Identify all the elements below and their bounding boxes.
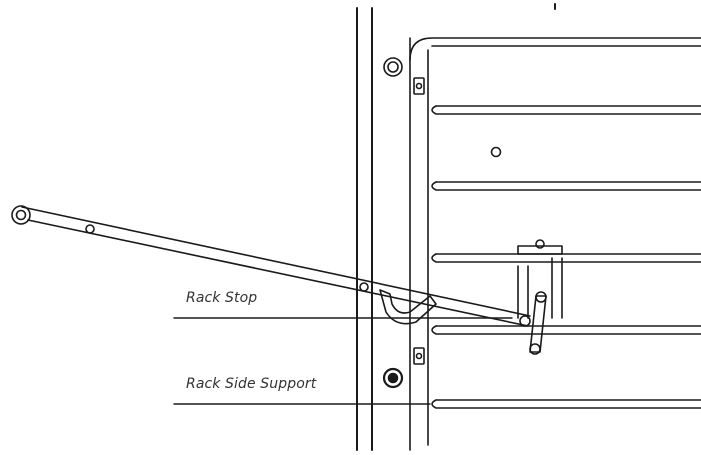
rack-bracket-mechanism [517, 239, 563, 355]
rack-stop-hook [379, 289, 437, 325]
bracket-top-screw [415, 82, 423, 90]
panel-hole [490, 146, 502, 158]
rack-wire-6 [431, 399, 701, 409]
lever-handle-top [535, 291, 547, 303]
rack-arm [11, 205, 531, 327]
rack-wire-3 [431, 181, 701, 191]
frame-holes [382, 57, 404, 389]
frame-hole-top-inner [387, 61, 399, 73]
rack-wire-2 [431, 105, 701, 115]
lever-handle [529, 295, 547, 353]
mechanism-knob [535, 239, 545, 249]
bracket-bottom [413, 347, 425, 365]
bracket-top [413, 77, 425, 95]
frame-hole-bottom-inner [387, 372, 399, 384]
rack-arm-pivot-1 [85, 224, 95, 234]
lever-handle-bottom [529, 343, 541, 355]
rack-arm-end-hook-inner [15, 209, 27, 221]
bracket-bottom-screw [415, 352, 423, 360]
rack-wire-5 [431, 325, 701, 335]
rack-wires [431, 45, 701, 409]
frame-hole-bottom [382, 367, 404, 389]
rack-arm-pivot-2 [359, 282, 369, 292]
frame-hole-top [383, 57, 403, 77]
frame-top-corner [409, 37, 701, 61]
rack-wire-4 [431, 253, 701, 263]
rail-brackets [413, 77, 425, 365]
rack-arm-body [21, 206, 531, 327]
label-rack-side-support: Rack Side Support [186, 376, 317, 392]
rack-arm-tip [519, 315, 531, 327]
door-frame [356, 7, 701, 451]
label-rack-stop: Rack Stop [186, 290, 258, 306]
rack-arm-end-hook-outer [11, 205, 31, 225]
mechanism-top-plate [517, 245, 563, 255]
